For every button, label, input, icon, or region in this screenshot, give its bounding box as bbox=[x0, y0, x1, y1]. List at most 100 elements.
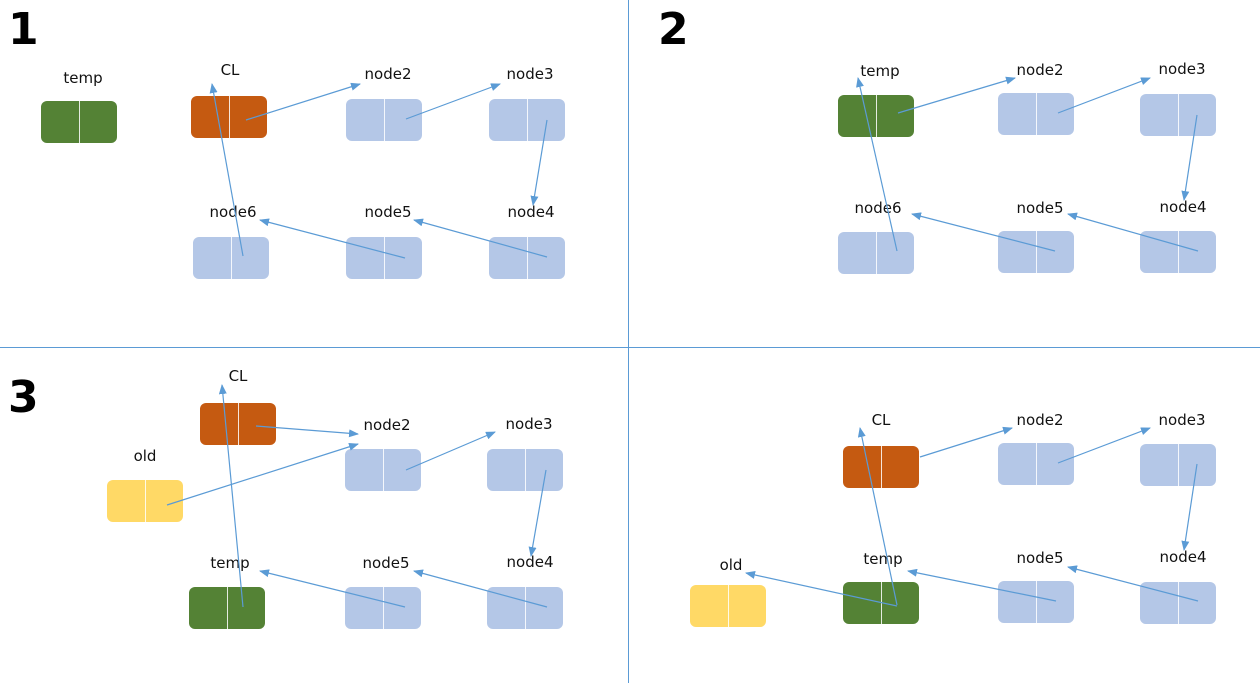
node-divider bbox=[1036, 443, 1037, 485]
pointer-arrow bbox=[245, 82, 361, 121]
node-label: node6 bbox=[209, 203, 257, 221]
node-divider bbox=[1036, 93, 1037, 135]
node-label: CL bbox=[220, 61, 240, 79]
pointer-arrow bbox=[1181, 114, 1198, 201]
node-box-CL bbox=[200, 403, 276, 445]
node-label: node2 bbox=[1016, 61, 1064, 79]
pointer-arrow bbox=[209, 83, 244, 257]
node-box-CL bbox=[843, 446, 919, 488]
node-label: temp bbox=[860, 62, 900, 80]
node-divider bbox=[881, 446, 882, 488]
node-label: old bbox=[133, 447, 157, 465]
pointer-arrow bbox=[255, 425, 359, 438]
node-label: node3 bbox=[506, 65, 554, 83]
node-divider bbox=[1178, 582, 1179, 624]
node-label: node3 bbox=[505, 415, 553, 433]
pointer-arrow bbox=[218, 384, 244, 608]
pointer-arrow bbox=[528, 469, 547, 557]
node-divider bbox=[527, 237, 528, 279]
pointer-arrow bbox=[745, 571, 898, 607]
node-divider bbox=[1178, 444, 1179, 486]
node-box-node5 bbox=[998, 581, 1074, 623]
node-label: node6 bbox=[854, 199, 902, 217]
node-label: node2 bbox=[364, 65, 412, 83]
node-box-node3 bbox=[1140, 94, 1216, 136]
node-box-node5 bbox=[346, 237, 422, 279]
node-divider bbox=[1178, 231, 1179, 273]
pointer-arrow bbox=[911, 212, 1056, 252]
node-label: node2 bbox=[1016, 411, 1064, 429]
node-label: temp bbox=[863, 550, 903, 568]
node-label: node4 bbox=[506, 553, 554, 571]
pointer-arrow bbox=[259, 569, 406, 608]
node-box-temp bbox=[41, 101, 117, 143]
pointer-arrow bbox=[897, 76, 1016, 114]
node-divider bbox=[527, 99, 528, 141]
node-divider bbox=[383, 587, 384, 629]
node-box-old bbox=[107, 480, 183, 522]
node-divider bbox=[238, 403, 239, 445]
node-divider bbox=[525, 449, 526, 491]
pointer-arrow bbox=[530, 119, 548, 206]
pointer-arrow bbox=[856, 77, 898, 252]
node-divider bbox=[1178, 94, 1179, 136]
pointer-arrow bbox=[413, 569, 548, 608]
node-box-node2 bbox=[345, 449, 421, 491]
node-label: node4 bbox=[1159, 548, 1207, 566]
node-divider bbox=[728, 585, 729, 627]
pointer-arrow bbox=[1181, 463, 1198, 551]
horizontal-divider bbox=[0, 347, 1260, 348]
node-box-node6 bbox=[193, 237, 269, 279]
pointer-arrow bbox=[405, 83, 501, 120]
node-box-node5 bbox=[345, 587, 421, 629]
node-label: temp bbox=[63, 69, 103, 87]
node-divider bbox=[229, 96, 230, 138]
node-label: node5 bbox=[364, 203, 412, 221]
node-label: node2 bbox=[363, 416, 411, 434]
pointer-arrow bbox=[413, 218, 548, 258]
quadrant-number: 3 bbox=[8, 372, 39, 423]
pointer-arrow bbox=[907, 568, 1057, 602]
node-label: CL bbox=[228, 367, 248, 385]
node-label: CL bbox=[871, 411, 891, 429]
node-box-node5 bbox=[998, 231, 1074, 273]
node-divider bbox=[1036, 231, 1037, 273]
node-divider bbox=[1036, 581, 1037, 623]
node-label: node4 bbox=[507, 203, 555, 221]
pointer-arrow bbox=[259, 218, 406, 259]
node-divider bbox=[227, 587, 228, 629]
quadrant-number: 1 bbox=[8, 4, 39, 55]
node-label: node5 bbox=[362, 554, 410, 572]
pointer-arrow bbox=[1067, 212, 1199, 252]
node-divider bbox=[384, 99, 385, 141]
node-divider bbox=[383, 449, 384, 491]
node-box-node3 bbox=[489, 99, 565, 141]
node-box-temp bbox=[838, 95, 914, 137]
pointer-arrow bbox=[1067, 565, 1199, 602]
pointer-arrow bbox=[166, 442, 359, 506]
node-box-node6 bbox=[838, 232, 914, 274]
quadrant-number: 2 bbox=[658, 4, 689, 55]
pointer-arrow bbox=[857, 427, 898, 606]
vertical-divider bbox=[628, 0, 629, 683]
node-divider bbox=[525, 587, 526, 629]
node-box-temp bbox=[189, 587, 265, 629]
node-divider bbox=[79, 101, 80, 143]
node-box-node3 bbox=[487, 449, 563, 491]
node-box-node3 bbox=[1140, 444, 1216, 486]
node-divider bbox=[231, 237, 232, 279]
node-divider bbox=[384, 237, 385, 279]
node-label: node4 bbox=[1159, 198, 1207, 216]
node-label: old bbox=[719, 556, 743, 574]
pointer-arrow bbox=[919, 426, 1013, 458]
pointer-arrow bbox=[1057, 427, 1151, 464]
node-label: node3 bbox=[1158, 411, 1206, 429]
node-divider bbox=[876, 232, 877, 274]
node-box-old bbox=[690, 585, 766, 627]
node-label: node3 bbox=[1158, 60, 1206, 78]
node-box-node2 bbox=[998, 93, 1074, 135]
node-label: node5 bbox=[1016, 549, 1064, 567]
node-label: node5 bbox=[1016, 199, 1064, 217]
